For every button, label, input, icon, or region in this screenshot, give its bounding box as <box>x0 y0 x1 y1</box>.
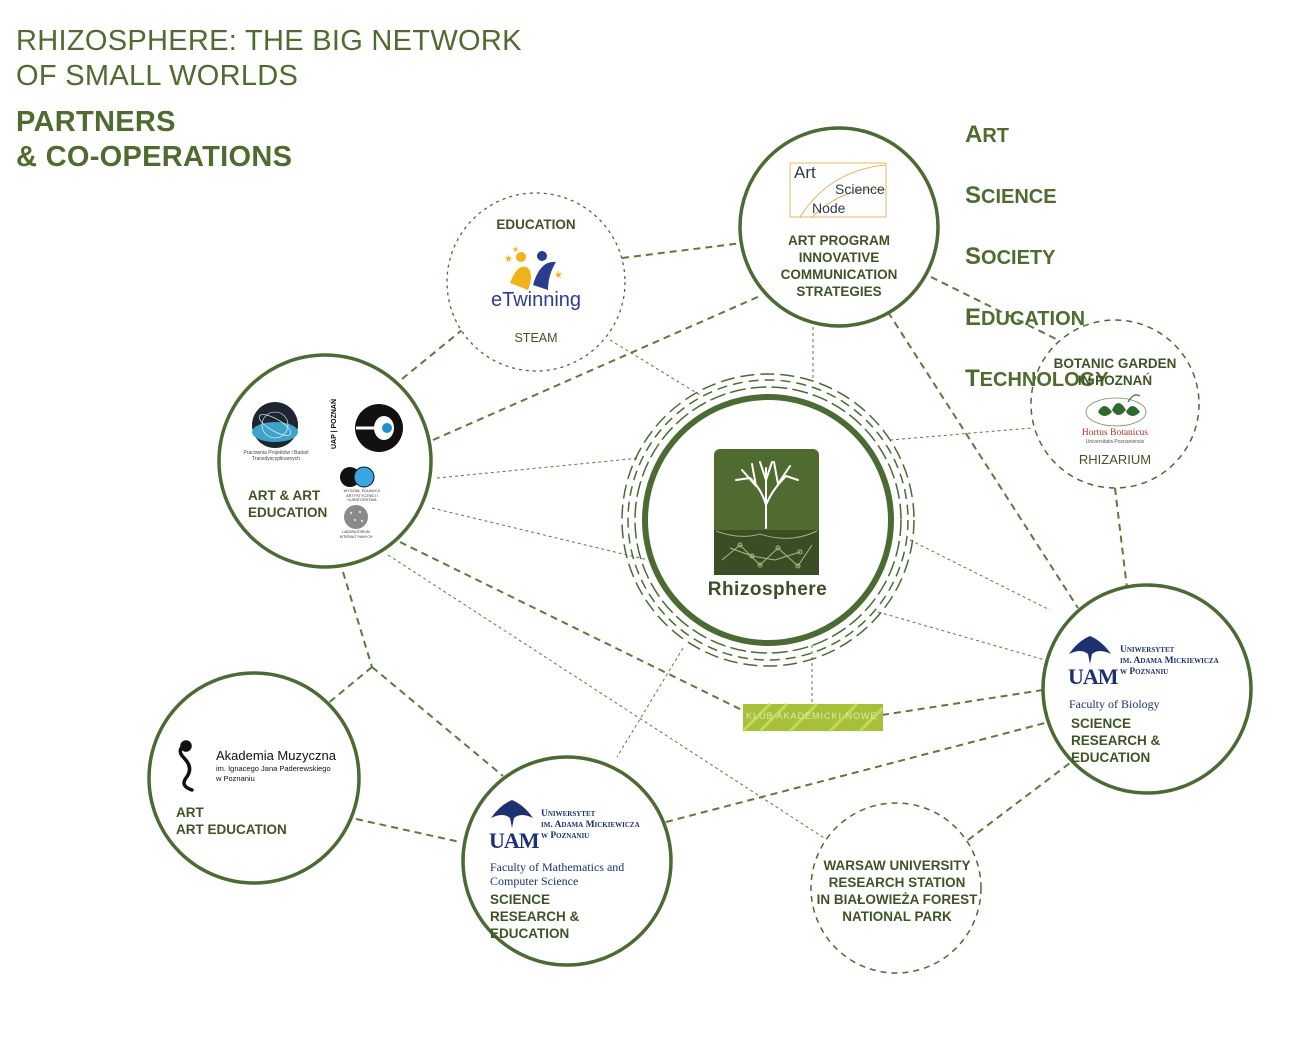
pillar-item: TECHNOLOGY <box>965 365 1109 392</box>
connector-thin <box>609 339 701 396</box>
connector <box>967 762 1071 841</box>
warsaw-label: WARSAW UNIVERSITY RESEARCH STATION IN BI… <box>816 858 978 924</box>
connector-thin <box>889 427 1033 441</box>
botanic-node-circle <box>1030 319 1200 489</box>
botanic-heading: BOTANIC GARDEN IN POZNAŃ <box>1053 356 1177 388</box>
uap-text: UAP | POZNAŃ <box>331 398 338 450</box>
art-edu-logo3-caption: LABORATORIUM INTERAKTYWNYCH <box>339 530 373 539</box>
asn-logo-art: Art <box>794 163 816 182</box>
svg-text:★: ★ <box>554 270 563 281</box>
botanic-footer: RHIZARIUM <box>1078 452 1152 467</box>
connector <box>665 722 1046 823</box>
uam-eagle-math <box>491 800 533 828</box>
art-science-node-logo <box>789 162 887 218</box>
warsaw-node-circle <box>810 802 982 974</box>
etwinning-logo-text: eTwinning <box>490 289 582 311</box>
akademia-sub: im. Ignacego Jana Paderewskiego w Poznan… <box>216 764 331 783</box>
botanic-logo <box>1085 394 1147 427</box>
rhizosphere-logo <box>714 449 819 575</box>
connector-thin <box>431 507 649 561</box>
connector <box>881 689 1044 716</box>
center-rings <box>621 373 915 667</box>
pillars-list: ART SCIENCE SOCIETY EDUCATION TECHNOLOGY <box>965 90 1109 425</box>
connector <box>621 242 743 259</box>
asn-logo-science: Science <box>835 181 885 197</box>
art-science-node-circle <box>738 126 940 328</box>
uam-bio-faculty: Faculty of Biology <box>1069 697 1160 711</box>
pillar-item: ART <box>965 121 1010 148</box>
svg-text:★: ★ <box>504 254 513 265</box>
connector <box>325 666 373 706</box>
connector <box>399 541 749 714</box>
uam-bio-mark: UAM <box>1068 664 1119 689</box>
etwinning-footer: STEAM <box>514 331 558 345</box>
connector-thin <box>436 457 641 479</box>
art-edu-logo2-caption: WYDZIAŁ EDUKACJI ARTYSTYCZNEJ I KURATORS… <box>343 489 381 502</box>
uam-eagle-bio <box>1069 636 1111 664</box>
pillar-item: SOCIETY <box>965 243 1056 270</box>
connector <box>342 571 373 668</box>
connector-thin <box>909 539 1051 611</box>
svg-text:★: ★ <box>512 245 519 254</box>
uam-bio-node-circle <box>1041 583 1253 795</box>
etwinning-heading: EDUCATION <box>496 217 576 232</box>
connector <box>401 329 463 380</box>
connections <box>325 242 1128 846</box>
asn-label: ART PROGRAM INNOVATIVE COMMUNICATION STR… <box>780 233 898 299</box>
pillar-item: SCIENCE <box>965 182 1057 209</box>
connector-thin <box>387 554 836 846</box>
uam-math-name: Uniwersytet im. Adama Mickiewicza w Pozn… <box>541 809 640 841</box>
akademia-label: ART ART EDUCATION <box>176 805 287 837</box>
page-subtitle: PARTNERS & CO-OPERATIONS <box>16 106 293 173</box>
connector-thin <box>877 611 1046 661</box>
klub-logo-text: KLUB AKADEMICKI NOWE <box>746 711 878 721</box>
art-education-logos <box>252 402 403 529</box>
pillar-item: EDUCATION <box>965 304 1086 331</box>
uam-math-mark: UAM <box>489 828 540 853</box>
art-education-label: ART & ART EDUCATION <box>248 488 328 520</box>
klub-banner <box>741 702 885 733</box>
connector <box>355 818 461 843</box>
uam-math-label: SCIENCE RESEARCH & EDUCATION <box>490 892 580 941</box>
botanic-logo-sub: Universitatis Posnaniensis <box>1085 439 1145 445</box>
akademia-name: Akademia Muzyczna <box>216 748 336 763</box>
uam-math-faculty: Faculty of Mathematics and Computer Scie… <box>490 860 625 888</box>
node-circles <box>147 126 1253 974</box>
botanic-logo-text: Hortus Botanicus <box>1081 428 1149 438</box>
uam-bio-name: Uniwersytet im. Adama Mickiewicza w Pozn… <box>1120 645 1219 677</box>
connector <box>1114 487 1128 589</box>
page-title: RHIZOSPHERE: THE BIG NETWORK OF SMALL WO… <box>16 25 522 92</box>
center-node-circle <box>642 394 894 646</box>
uam-bio-label: SCIENCE RESEARCH & EDUCATION <box>1071 716 1161 765</box>
connector <box>887 311 1079 609</box>
connector <box>371 666 504 777</box>
akademia-logo-mark <box>178 740 194 792</box>
rhizosphere-logo-text: Rhizosphere <box>707 579 828 600</box>
etwinning-logo: ★ ★ ★ <box>504 245 563 290</box>
asn-logo-node: Node <box>812 200 846 216</box>
art-edu-logo1-caption: Pracownia Projektów i Badań Transdyscypl… <box>243 450 309 462</box>
akademia-node-circle <box>147 671 361 885</box>
